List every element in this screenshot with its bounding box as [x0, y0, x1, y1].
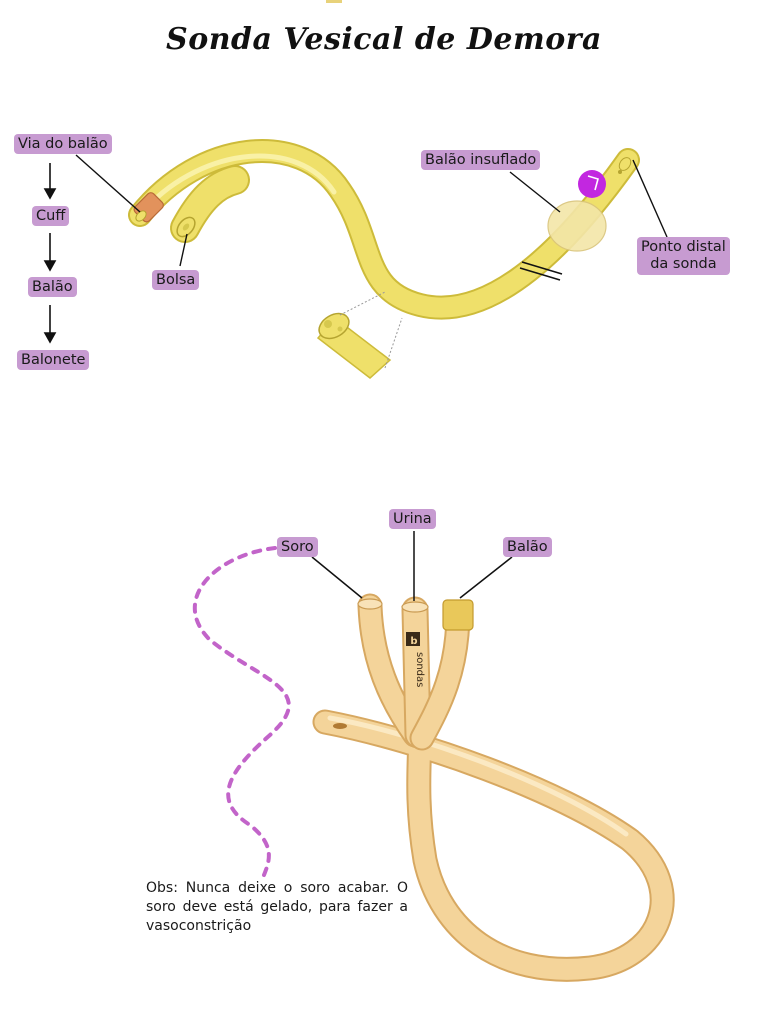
label-via-do-balao: Via do balão [14, 134, 112, 154]
label-ponto-distal-line2: da sonda [650, 256, 717, 272]
label-cuff: Cuff [32, 206, 70, 226]
label-ponto-distal: Ponto distal da sonda [637, 237, 730, 275]
tube-cross-section [316, 291, 403, 379]
catheter-loop [312, 709, 675, 982]
label-balao: Balão [28, 277, 77, 297]
label-ponto-distal-line1: Ponto distal [641, 239, 726, 255]
page-title: Sonda Vesical de Demora [166, 22, 602, 57]
magenta-marker [578, 170, 606, 198]
label-soro: Soro [277, 537, 318, 557]
label-urina: Urina [389, 509, 436, 529]
svg-text:b: b [410, 636, 417, 647]
observation-note: Obs: Nunca deixe o soro acabar. O soro d… [146, 880, 408, 934]
serum-dotted-line [192, 546, 291, 877]
brand-text: sondas [414, 652, 425, 687]
label-bolsa: Bolsa [152, 270, 200, 290]
label-balao-2: Balão [503, 537, 552, 557]
label-balonete: Balonete [17, 350, 90, 370]
title-mark [326, 0, 342, 3]
inflated-balloon [547, 200, 607, 252]
label-balao-insuflado: Balão insuflado [421, 150, 541, 170]
